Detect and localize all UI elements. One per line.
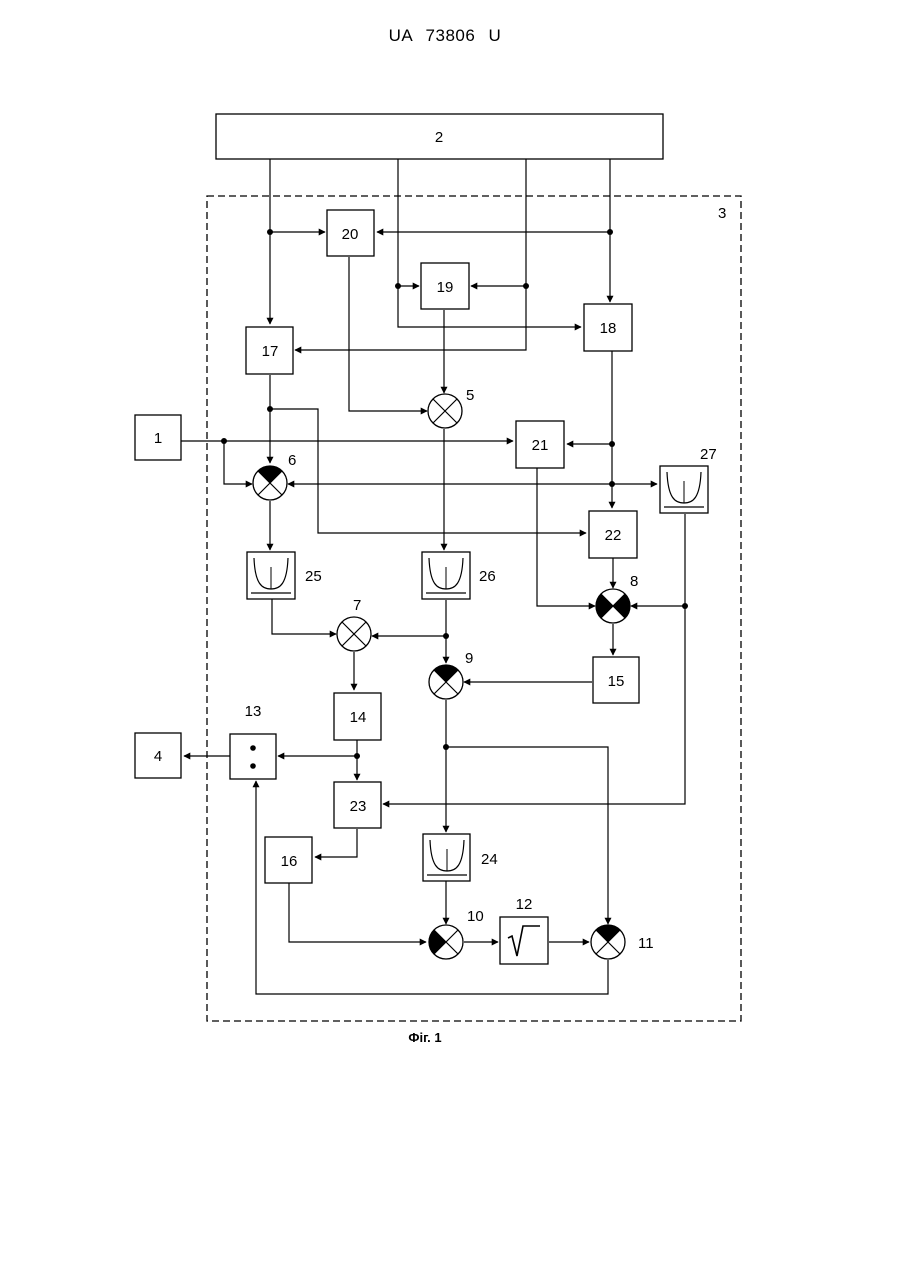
multiplier-6: 6 [253,452,296,500]
filter-25: 25 [247,552,322,599]
svg-text:17: 17 [262,343,279,360]
svg-text:4: 4 [154,748,162,765]
multiplier-7: 7 [337,597,371,651]
sqrt-block-12: 12 [500,896,548,964]
enclosure-label: 3 [718,205,726,222]
block-1: 1 [135,415,181,460]
svg-text:16: 16 [281,853,298,870]
multiplier-10: 10 [429,908,484,959]
svg-text:2: 2 [435,129,443,146]
svg-text:24: 24 [481,851,498,868]
block-2: 2 [216,114,663,159]
divider-13: 13 [230,703,276,779]
svg-text:21: 21 [532,437,549,454]
svg-text:10: 10 [467,908,484,925]
block-18: 18 [584,304,632,351]
svg-text:12: 12 [516,896,533,913]
multiplier-9: 9 [429,650,473,699]
svg-text:14: 14 [350,709,367,726]
svg-text:1: 1 [154,430,162,447]
svg-text:9: 9 [465,650,473,667]
enclosure-3 [207,196,741,1021]
figure-caption: Фіг. 1 [380,1030,470,1045]
multiplier-11: 11 [591,925,654,959]
block-4: 4 [135,733,181,778]
multiplier-5: 5 [428,387,474,428]
svg-text:23: 23 [350,798,367,815]
block-16: 16 [265,837,312,883]
filter-24: 24 [423,834,498,881]
svg-text:27: 27 [700,446,717,463]
svg-text:22: 22 [605,527,622,544]
svg-text:7: 7 [353,597,361,614]
svg-text:25: 25 [305,568,322,585]
block-21: 21 [516,421,564,468]
svg-text:19: 19 [437,279,454,296]
svg-text:6: 6 [288,452,296,469]
block-19: 19 [421,263,469,309]
block-17: 17 [246,327,293,374]
multiplier-8: 8 [596,573,638,623]
block-20: 20 [327,210,374,256]
filter-27: 27 [660,446,717,513]
svg-text:5: 5 [466,387,474,404]
block-22: 22 [589,511,637,558]
svg-text:13: 13 [245,703,262,720]
filter-26: 26 [422,552,496,599]
svg-text:20: 20 [342,226,359,243]
svg-text:18: 18 [600,320,617,337]
block-15: 15 [593,657,639,703]
svg-text:8: 8 [630,573,638,590]
svg-text:11: 11 [638,935,654,952]
block-14: 14 [334,693,381,740]
svg-text:15: 15 [608,673,625,690]
block-23: 23 [334,782,381,828]
svg-text:26: 26 [479,568,496,585]
